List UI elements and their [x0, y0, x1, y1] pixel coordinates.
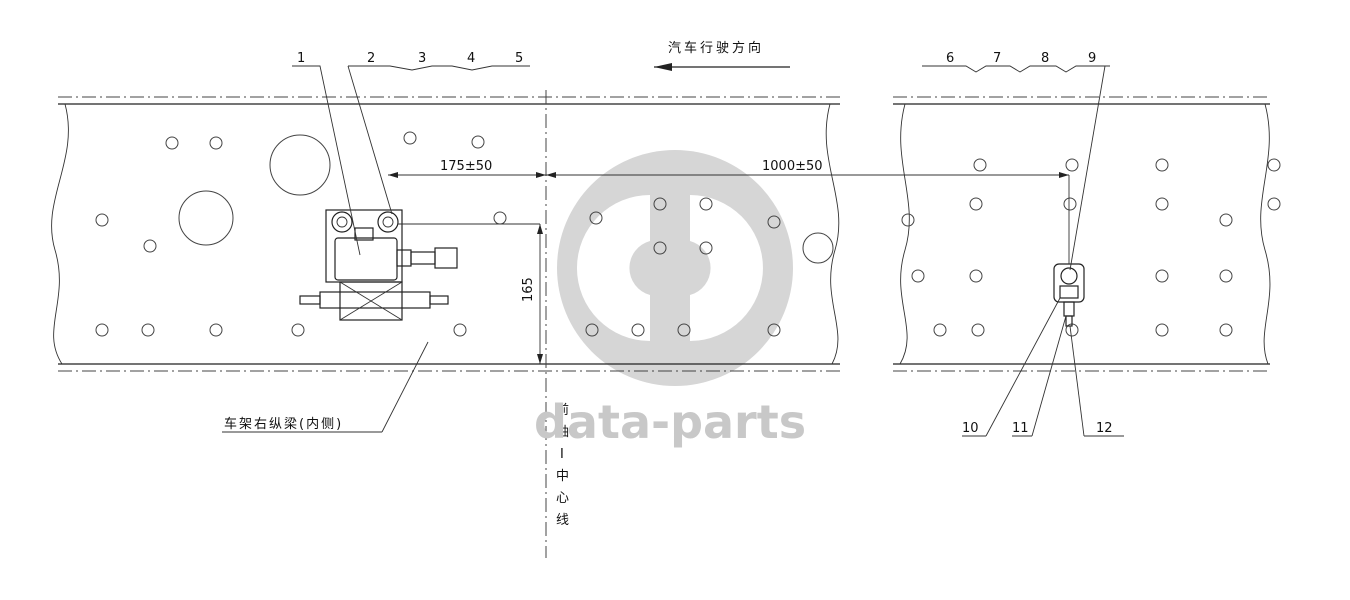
- axle-char-4: 中: [556, 469, 569, 484]
- part-number-5: 5: [515, 51, 523, 66]
- direction-label: 汽车行驶方向: [668, 40, 764, 56]
- part-number-2: 2: [367, 51, 375, 66]
- part-number-12: 12: [1096, 421, 1113, 436]
- part-number-4: 4: [467, 51, 475, 66]
- part-number-11: 11: [1012, 421, 1029, 436]
- leader-lines: [222, 65, 1124, 437]
- axle-label: 前 轴 I 中 心 线: [556, 402, 569, 528]
- frame-rail-right: [893, 96, 1271, 372]
- frame-holes: [95, 131, 1281, 337]
- sensor-assembly: [1053, 175, 1085, 327]
- part-number-6: 6: [946, 51, 954, 66]
- watermark-logo: [557, 150, 793, 386]
- frame-rail-left: [51, 96, 840, 372]
- axle-char-1: 前: [556, 402, 569, 418]
- direction-arrow: [654, 63, 790, 71]
- part-number-8: 8: [1041, 51, 1049, 66]
- part-number-10: 10: [962, 421, 979, 436]
- part-number-9: 9: [1088, 51, 1096, 66]
- axle-char-3: I: [560, 447, 564, 462]
- watermark-text: data-parts: [534, 395, 806, 449]
- solenoid-valve-assembly: [299, 209, 540, 321]
- dim-rear: 1000±50: [762, 159, 823, 174]
- frame-label: 车架右纵梁(内侧): [224, 416, 343, 432]
- part-number-1: 1: [297, 51, 305, 66]
- axle-char-5: 心: [556, 491, 569, 506]
- axle-char-2: 轴: [556, 425, 569, 440]
- dim-vertical: 165: [521, 277, 536, 302]
- dimension-lines: [388, 172, 1069, 364]
- part-number-7: 7: [993, 51, 1001, 66]
- dim-front: 175±50: [440, 159, 492, 174]
- part-number-3: 3: [418, 51, 426, 66]
- axle-char-6: 线: [556, 513, 569, 528]
